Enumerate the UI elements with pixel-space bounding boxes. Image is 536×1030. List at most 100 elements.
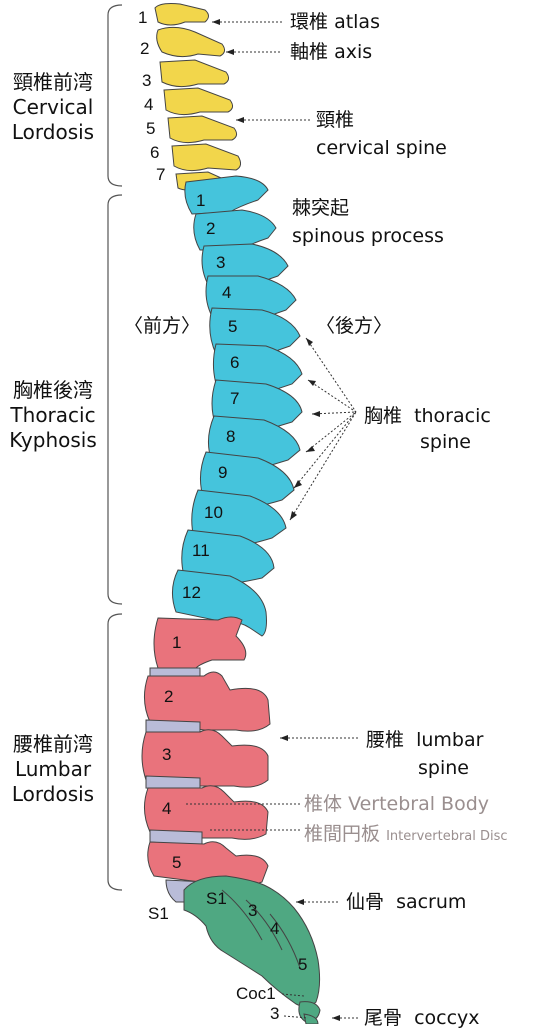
vertebra-number: 6: [150, 143, 159, 162]
region-en: Lordosis: [11, 120, 95, 144]
lumbar-vertebra: [147, 841, 269, 887]
cervical-numbers: 1 2 3 4 5 6 7: [138, 8, 165, 184]
anterior-label: 〈前方〉: [124, 315, 201, 337]
spinous-process-jp: 棘突起: [292, 197, 350, 219]
vertebra-number: 2: [164, 687, 173, 706]
coccyx-jp: 尾骨: [364, 1007, 403, 1029]
region-jp: 胸椎後湾: [13, 378, 93, 402]
vertebra-number: 11: [192, 541, 210, 560]
vertebra-number: 4: [270, 919, 279, 938]
s1-outer-label: S1: [148, 904, 169, 923]
coccyx-label: 尾骨 coccyx: [364, 1006, 480, 1030]
vertebra-number: 8: [226, 427, 235, 446]
thoracic-spine-label: 胸椎 thoracic spine: [364, 404, 491, 454]
arrowhead: [332, 1015, 340, 1021]
cervical-vertebra: [163, 87, 234, 116]
arrowheads: [212, 19, 340, 1021]
cervical-vertebra: [156, 26, 226, 58]
arrowhead: [306, 338, 313, 346]
region-label-cervical: 頸椎前湾 Cervical Lordosis: [3, 70, 103, 145]
thoracic-leader: [293, 411, 357, 489]
thoracic-numbers: 1 2 3 4 5 6 7 8 9 10 11 12: [182, 191, 239, 602]
vertebral-body-label: 椎体 Vertebral Body: [304, 792, 489, 816]
lumbar-vertebra: [153, 616, 247, 669]
thoracic-leader: [305, 411, 357, 453]
vertebra-number: 3: [162, 745, 171, 764]
vertebra-number: 2: [140, 39, 149, 58]
vertebra-number: 5: [298, 955, 307, 974]
thoracic-leader: [307, 379, 357, 413]
coccyx: [303, 1013, 319, 1024]
axis-label: 軸椎 axis: [290, 40, 372, 64]
vertebra-number: 1: [172, 633, 181, 652]
sacrum-jp: 仙骨: [346, 891, 385, 913]
arrowhead: [236, 117, 244, 123]
region-label-thoracic: 胸椎後湾 Thoracic Kyphosis: [3, 378, 103, 453]
cervical-vertebra: [159, 59, 230, 88]
spinous-process-label: 棘突起 spinous process: [292, 196, 444, 248]
sacrum-label: 仙骨 sacrum: [346, 890, 466, 914]
vertebral-body-en: Vertebral Body: [348, 793, 490, 815]
thoracic-vertebra: [172, 569, 267, 637]
vertebra-number: 6: [230, 353, 239, 372]
sacrum-segment-line: [221, 889, 263, 941]
sacral-numbers: S1 3 4 5: [206, 889, 307, 974]
atlas-en: atlas: [334, 11, 380, 33]
coccyx-en: coccyx: [414, 1007, 480, 1029]
thoracic-vertebra: [181, 529, 275, 585]
vertebra-number: 5: [146, 119, 155, 138]
axis-en: axis: [334, 41, 373, 63]
sacrum: [183, 875, 321, 1008]
lumbar-spine-label: 腰椎 lumbar spine: [366, 728, 483, 780]
lumbar-spine-en2: spine: [418, 757, 469, 779]
lumbar-numbers: 1 2 3 4 5: [162, 633, 181, 872]
vertebra-number: 1: [196, 191, 205, 210]
arrowhead: [226, 49, 234, 55]
lumbar-spine-jp: 腰椎: [366, 729, 405, 751]
lumbar-vertebra: [144, 671, 271, 732]
vertebra-number: 10: [204, 503, 223, 522]
coc3-label: 3: [270, 1004, 280, 1023]
posterior-label: 〈後方〉: [316, 315, 393, 337]
thoracic-leader: [289, 411, 357, 521]
arrowhead: [290, 511, 297, 520]
region-en: Cervical: [12, 95, 94, 119]
vertebra-number: 9: [218, 463, 227, 482]
disc-jp: 椎間円板: [304, 823, 381, 845]
sacrum-segment-line: [269, 913, 301, 969]
arrowhead: [312, 411, 320, 417]
vertebra-number: 4: [144, 95, 153, 114]
thoracic-vertebrae: [172, 175, 303, 637]
cervical-vertebrae: [154, 3, 242, 191]
arrowhead: [212, 19, 220, 25]
thoracic-spine-jp: 胸椎: [364, 405, 403, 427]
lumbar-vertebra: [141, 729, 269, 788]
cervical-spine-jp: 頸椎: [316, 109, 355, 131]
region-jp: 腰椎前湾: [13, 732, 93, 756]
leader-lines: [186, 21, 360, 1019]
lumbar-spine-en: lumbar: [416, 729, 484, 751]
cervical-vertebra: [167, 115, 238, 144]
coc1-label: Coc1: [236, 984, 276, 1003]
thoracic-vertebra: [184, 175, 269, 215]
cervical-spine-en: cervical spine: [316, 137, 447, 159]
sacrum-coccyx: [183, 875, 321, 1024]
vertebra-number: 1: [138, 8, 147, 27]
thoracic-spine-en2: spine: [420, 431, 471, 453]
region-en: Thoracic: [10, 403, 96, 427]
region-en: Lumbar: [14, 757, 92, 781]
sacrum-segment-line: [245, 899, 283, 951]
spinous-process-en: spinous process: [292, 225, 444, 247]
thoracic-leader: [305, 337, 357, 413]
vertebra-number: 5: [172, 853, 181, 872]
cervical-bracket: [107, 4, 123, 187]
coc3-leader: [283, 1015, 309, 1019]
lumbar-vertebra: [144, 785, 269, 840]
thoracic-vertebra: [193, 209, 277, 251]
axis-jp: 軸椎: [290, 41, 329, 63]
vertebra-number: 12: [182, 583, 201, 602]
cervical-spine-label: 頸椎 cervical spine: [316, 108, 447, 160]
cervical-vertebra: [154, 3, 209, 26]
